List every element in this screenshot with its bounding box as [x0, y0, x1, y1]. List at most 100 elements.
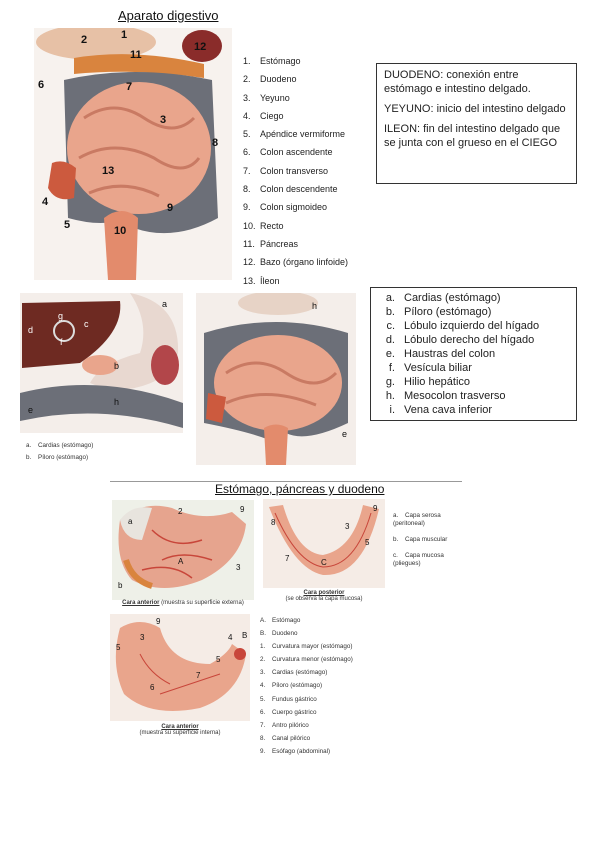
s3f2-label-8: 8	[271, 518, 276, 527]
fig-caption-anterior-1: Cara anterior (muestra su superficie ext…	[122, 600, 244, 606]
fig1-label-2: 2	[81, 34, 87, 46]
s3f1-label-a: a	[128, 517, 133, 526]
fig1-label-9: 9	[167, 202, 173, 214]
list-item: b.Píloro (estómago)	[26, 454, 89, 461]
list-item: 9.Colon sigmoideo	[243, 202, 328, 213]
structures-list: a.Cardias (estómago) b.Píloro (estómago)…	[377, 291, 570, 417]
s3f3-label-5a: 5	[116, 643, 121, 652]
fig1-label-11: 11	[130, 49, 142, 61]
list-item: 8.Colon descendente	[243, 184, 338, 195]
list-item: b.Píloro (estómago)	[385, 306, 492, 318]
colon-illustration: h e	[196, 293, 356, 465]
list-item: 1.Estómago	[243, 56, 301, 66]
stomach-anterior-external-illustration: a 2 9 A b 3	[112, 500, 254, 600]
list-item: d.Lóbulo derecho del hígado	[385, 334, 535, 346]
s3f2-label-9: 9	[373, 504, 378, 513]
s3f2-label-C: C	[321, 558, 327, 567]
s3f1-label-b: b	[118, 581, 123, 590]
fig1-label-4: 4	[42, 196, 49, 208]
list-item: 3.Cardias (estómago)	[260, 669, 328, 677]
s3f1-label-9: 9	[240, 505, 245, 514]
list-item: c.Lóbulo izquierdo del hígado	[386, 320, 540, 332]
fig2-label-a: a	[162, 299, 167, 309]
list-item: h.Mesocolon trasverso	[385, 390, 506, 402]
s3f3-label-5b: 5	[216, 655, 221, 664]
s3f1-label-2: 2	[178, 507, 183, 516]
fig3-label-e: e	[342, 429, 347, 439]
list-item: 6.Colon ascendente	[243, 147, 333, 158]
s3f3-label-4: 4	[228, 633, 233, 642]
list-item: 12.Bazo (órgano linfoide)	[243, 257, 349, 268]
s3f2-label-7: 7	[285, 554, 290, 563]
notes-box: DUODENO: conexión entre estómago e intes…	[376, 63, 577, 184]
stomach-anterior-internal-illustration: 9 5 3 4 B 6 5 7	[110, 614, 250, 721]
list-item: 6.Cuerpo gástrico	[260, 708, 317, 716]
s3f3-label-3: 3	[140, 633, 145, 642]
s3f2-label-3: 3	[345, 522, 350, 531]
list-item: 8.Canal pilórico	[260, 734, 311, 742]
fig1-label-13: 13	[102, 165, 114, 177]
list-item: 5.Fundus gástrico	[260, 695, 317, 703]
fig2-label-b: b	[114, 361, 119, 371]
s3f1-label-3: 3	[236, 563, 241, 572]
liver-stomach-illustration: d g c f b h e a	[20, 293, 183, 433]
list-item: 9.Esófago (abdominal)	[260, 747, 331, 755]
note-ileon: ILEON: fin del intestino delgado que se …	[384, 123, 561, 149]
fig1-label-1: 1	[121, 29, 127, 41]
fig2-label-d: d	[28, 325, 33, 335]
list-item: a.Cardias (estómago)	[385, 292, 501, 304]
s3f3-label-7: 7	[196, 671, 201, 680]
s3f3-label-B: B	[242, 631, 247, 640]
list-item: f.Vesícula biliar	[388, 362, 472, 374]
fig1-label-3: 3	[160, 114, 166, 126]
list-item: 1.Curvatura mayor (estómago)	[260, 643, 353, 651]
structures-box: a.Cardias (estómago) b.Píloro (estómago)…	[370, 287, 577, 421]
layers-list: a.Capa serosa (peritoneal) b.Capa muscul…	[393, 512, 471, 568]
digestive-system-illustration: 2 1 11 12 7 6 3 8 13 4 5 9 10	[34, 28, 232, 280]
fig1-label-5: 5	[64, 219, 70, 231]
list-item: a.Cardias (estómago)	[26, 442, 94, 449]
section-divider	[110, 481, 462, 482]
list-item: 2.Curvatura menor (estómago)	[260, 656, 353, 664]
list-item: 2.Duodeno	[243, 74, 297, 85]
fig1-label-8: 8	[212, 137, 218, 149]
list-item: 7.Antro pilórico	[260, 721, 309, 729]
list-item: 5.Apéndice vermiforme	[243, 129, 346, 140]
s3f1-label-A: A	[178, 557, 184, 566]
s3f3-label-6: 6	[150, 683, 155, 692]
list-item: 11.Páncreas	[243, 238, 299, 249]
list-item: c.Capa mucosa (pliegues)	[393, 552, 444, 567]
list-item: B.Duodeno	[260, 630, 298, 638]
list-item: 13.Íleon	[243, 275, 280, 286]
list-item: b.Capa muscular	[393, 536, 448, 543]
s3f2-label-5: 5	[365, 538, 370, 547]
stomach-posterior-illustration: 8 3 9 5 7 C	[263, 499, 385, 588]
list-item: g.Hilio hepático	[385, 376, 471, 388]
fig2-label-e: e	[28, 405, 33, 415]
fig2-label-f: f	[60, 337, 63, 347]
list-item: 7.Colon transverso	[243, 165, 329, 176]
stomach-parts-list: A.Estómago B.Duodeno 1.Curvatura mayor (…	[260, 614, 380, 758]
section-title-digestive: Aparato digestivo	[118, 8, 219, 23]
list-item: e.Haustras del colon	[385, 348, 496, 360]
fig1-label-12: 12	[194, 41, 206, 53]
fig3-label-h: h	[312, 301, 317, 311]
list-item: a.Capa serosa (peritoneal)	[393, 512, 441, 527]
fig1-label-7: 7	[126, 81, 132, 93]
fig-caption-anterior-2: Cara anterior(muestra su superficie inte…	[139, 724, 221, 736]
list-item: 3.Yeyuno	[243, 92, 290, 103]
section-title-stomach: Estómago, páncreas y duodeno	[215, 482, 385, 496]
organ-list: 1.Estómago 2.Duodeno 3.Yeyuno 4.Ciego 5.…	[243, 52, 373, 290]
list-item: 4.Ciego	[243, 110, 284, 121]
note-duodeno: DUODENO: conexión entre estómago e intes…	[384, 69, 531, 95]
list-item: 4.Píloro (estómago)	[260, 682, 323, 690]
list-item: A.Estómago	[260, 617, 301, 624]
note-yeyuno: YEYUNO: inicio del intestino delgado	[384, 103, 566, 115]
list-item: 10.Recto	[243, 220, 284, 231]
s3f3-label-9: 9	[156, 617, 161, 626]
fig2-label-h: h	[114, 397, 119, 407]
fig1-label-6: 6	[38, 79, 44, 91]
list-item: i.Vena cava inferior	[389, 404, 493, 416]
fig1-label-10: 10	[114, 225, 126, 237]
caption-list-small: a.Cardias (estómago) b.Píloro (estómago)	[26, 440, 93, 464]
